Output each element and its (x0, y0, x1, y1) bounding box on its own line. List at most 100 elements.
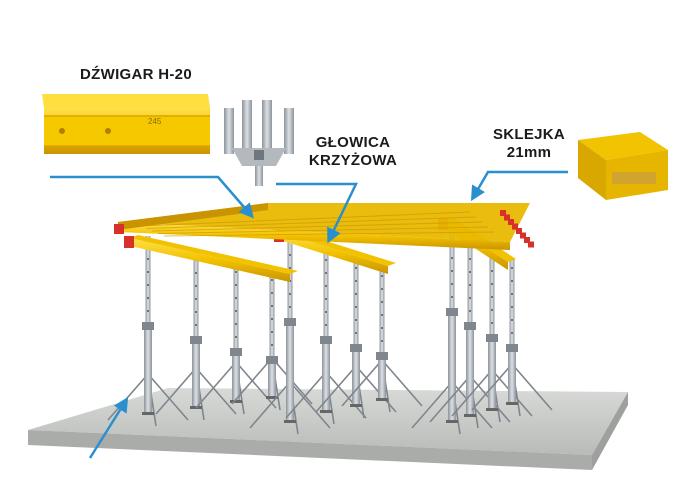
tripod-leg (147, 373, 189, 421)
prop-hole (511, 319, 513, 321)
prop-hole (469, 271, 471, 273)
prop-hole (325, 285, 327, 287)
prop-hole (451, 257, 453, 259)
tripod-leg (231, 357, 273, 405)
tripod-leg (411, 381, 453, 429)
prop-hole (271, 344, 273, 346)
prop-base (142, 412, 154, 415)
tripod-leg (195, 361, 237, 409)
prop-hole (451, 270, 453, 272)
prop-base (230, 400, 242, 403)
prop-hole (381, 301, 383, 303)
label-plywood-line1: SKLEJKA (492, 126, 566, 143)
prop-hole (381, 288, 383, 290)
prop-hole (195, 272, 197, 274)
prop-inner-tube (509, 258, 515, 350)
prop-hole (325, 324, 327, 326)
prop-hole (147, 284, 149, 286)
prop-outer-tube (192, 340, 200, 406)
beam-side (280, 232, 388, 274)
prop-base (320, 410, 332, 413)
prop-outer-tube (466, 326, 474, 414)
prop-hole (491, 270, 493, 272)
prop-nut (350, 344, 362, 352)
crosshead-icon (224, 100, 294, 186)
beam-marking: 245 (148, 117, 162, 126)
prop-tripod-icon (341, 266, 423, 413)
label-plywood-line2: 21mm (506, 144, 552, 161)
prop-hole (491, 296, 493, 298)
prop-nut (190, 336, 202, 344)
prop-hole (511, 306, 513, 308)
prop-inner-tube (467, 236, 473, 328)
beam-top (130, 235, 298, 274)
prop-nut (266, 356, 278, 364)
prop-hole (355, 306, 357, 308)
prop-hole (469, 297, 471, 299)
prop-base (350, 404, 362, 407)
prop-base (464, 414, 476, 417)
prop-hole (325, 259, 327, 261)
prop-outer-tube (232, 352, 240, 400)
prop-nut (230, 348, 242, 356)
prop-inner-tube (233, 262, 239, 354)
prop-hole (147, 271, 149, 273)
prop-hole (147, 310, 149, 312)
tripod-leg (451, 369, 493, 417)
prop-hole (451, 283, 453, 285)
tripod-leg (249, 381, 291, 429)
prop-hole (147, 258, 149, 260)
label-crosshead-line1: GŁOWICA (315, 134, 391, 151)
prop-outer-tube (352, 348, 360, 404)
prop-inner-tube (353, 258, 359, 350)
tripod-leg (471, 363, 513, 411)
prop-tripod-icon (315, 258, 397, 419)
tripod-leg (289, 381, 331, 429)
prop-inner-tube (489, 248, 495, 340)
prop-hole (491, 322, 493, 324)
rib-end-cap (516, 228, 522, 234)
rib-end-cap (114, 224, 124, 234)
prop-inner-tube (145, 236, 151, 328)
prop-base (446, 420, 458, 423)
prop-hole (271, 318, 273, 320)
prop-nut (376, 352, 388, 360)
prop-nut (320, 336, 332, 344)
prop-outer-tube (144, 326, 152, 412)
prop-hole (355, 319, 357, 321)
tripod-leg (341, 359, 383, 407)
label-plywood: SKLEJKA 21mm (474, 126, 584, 162)
prop-inner-tube (323, 250, 329, 342)
prop-hole (381, 340, 383, 342)
prop-hole (469, 284, 471, 286)
prop-hole (195, 311, 197, 313)
prop-inner-tube (379, 266, 385, 358)
prop-hole (381, 314, 383, 316)
prop-tripod-icon (231, 270, 313, 411)
prop-outer-tube (488, 338, 496, 408)
tripod-leg (285, 371, 327, 419)
prop-hole (195, 285, 197, 287)
tripod-leg (315, 365, 357, 413)
arrow-pointer-icon (88, 396, 129, 459)
prop-hole (355, 267, 357, 269)
prop-base (376, 398, 388, 401)
prop-hole (195, 324, 197, 326)
prop-outer-tube (286, 322, 294, 420)
prop-outer-tube (378, 356, 386, 398)
prop-base (486, 408, 498, 411)
arrow-pointer-icon (276, 182, 358, 244)
rib-end-cap (512, 223, 518, 230)
prop-hole (147, 297, 149, 299)
deck-rib-line (145, 216, 477, 229)
prop-hole (235, 310, 237, 312)
prop-hole (289, 306, 291, 308)
prop-hole (271, 292, 273, 294)
prop-hole (511, 293, 513, 295)
prop-hole (271, 331, 273, 333)
prop-tripod-icon (471, 258, 553, 417)
rib-end-cap (500, 210, 506, 216)
deck-ribs (114, 210, 534, 248)
prop-hole (289, 254, 291, 256)
